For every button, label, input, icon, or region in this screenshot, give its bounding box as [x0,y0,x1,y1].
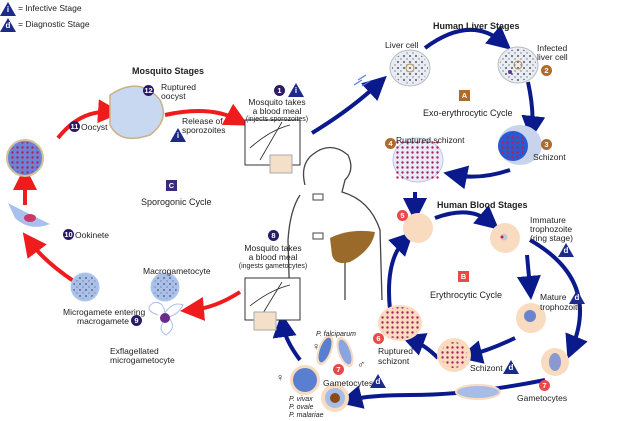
stage-7-badge: 7 [333,364,344,375]
cycle-b-label: Erythrocytic Cycle [430,290,503,300]
arrow-oocyst-to-ruptured [56,99,122,140]
stage-6-label-2: schizont [378,356,410,366]
infective-stage-icon: i [170,128,186,142]
stage-9-label-2: macrogamete [77,316,129,326]
immature-label-2: trophozoite [530,224,573,234]
arrow-zygote-to-ookinete [22,232,77,284]
male-symbol: ♂ [357,359,366,371]
liver-organ [330,230,375,264]
p-ovale-label: P. ovale [289,404,314,411]
stage-9-badge: 9 [131,315,142,326]
arrow-mature-to-schizont [458,336,516,364]
liver-cell-label: Liver cell [385,40,419,50]
stage-8-label-1: Mosquito takes [244,243,302,253]
arrow-liver-to-infected [423,25,512,50]
stage-10-label: Ookinete [75,230,110,240]
stage-10-badge: 10 [63,229,74,240]
stage-3-badge: 3 [541,139,552,150]
stage-8-label-3: (ingests gametocytes) [238,263,308,270]
mature-label-1: Mature [540,292,567,302]
stage-1-label-3: (injects sporozoites) [245,116,309,123]
stage-8-badge: 8 [268,230,279,241]
stage-8-label-2: a blood meal [248,252,298,262]
male-symbol: ♂ [355,396,364,408]
blood-stages-title: Human Blood Stages [437,200,528,210]
arrow-schizont-to-ruptured-blood [400,333,440,360]
stage-1-badge: 1 [274,85,285,96]
mature-label-2: trophozoite [540,302,583,312]
arrow-gametocytes-to-mosquito [272,313,302,362]
macrogametocyte-label: Macrogametocyte [143,266,211,276]
arrow-ruptured-to-bite [164,103,249,126]
arrow-ruptured-to-new-rbc [387,231,414,311]
infective-stage-icon: i [0,2,16,16]
stage-2-label-2: liver cell [537,52,568,62]
mosquito-stages-title: Mosquito Stages [132,66,205,76]
stage-12-label-2: oocyst [161,91,186,101]
arrow-gametocyte-to-blood-meal [338,378,546,409]
stage-11-badge: 11 [69,121,80,132]
gametocytes-right-label: Gametocytes [517,393,568,403]
liver-stages-title: Human Liver Stages [433,21,520,31]
stage-11-label: Oocyst [81,122,108,132]
arrow-rbc-to-ring [434,205,500,230]
sporozoites [353,74,371,87]
legend-diagnostic-label: = Diagnostic Stage [18,19,90,29]
immature-label-1: Immature [530,215,566,225]
red-blood-cell [403,213,433,243]
stage-1-label-2: a blood meal [252,106,302,116]
release-label-1: Release of [182,116,223,126]
stage-12-label-1: Ruptured [161,82,196,92]
stage-6-badge: 6 [373,333,384,344]
diagnostic-stage-icon: d [503,360,519,374]
female-symbol: ♀ [312,341,321,353]
female-symbol: ♀ [276,372,285,384]
cycle-c-label: Sporogonic Cycle [141,197,212,207]
stage-1-label-1: Mosquito takes [248,97,306,107]
stage-5-badge: 5 [397,210,408,221]
stage-2-label-1: Infected [537,43,568,53]
release-label-2: sporozoites [182,125,226,135]
liver-ruptured-schizont [392,137,444,183]
legend-infective-label: = Infective Stage [18,3,82,13]
stage-3-label: Schizont [533,152,566,162]
cycle-a-label: Exo-erythrocytic Cycle [423,108,513,118]
diagnostic-stage-icon: d [370,374,386,388]
cycle-c-badge: C [166,180,177,191]
arrow-schizont-to-ruptured [443,165,511,190]
stage-9-label-1: Microgamete entering [63,307,146,317]
diagnostic-stage-icon: d [569,290,585,304]
p-falciparum-label: P. falciparum [316,331,356,338]
arrow-ring-to-gametocyte [529,238,588,360]
stage-4-badge: 4 [385,138,396,149]
stage-12-badge: 12 [143,85,154,96]
infective-stage-icon: i [288,83,304,97]
cycle-a-badge: A [459,90,470,101]
gametocytes-label: Gametocytes [323,378,374,388]
arrow-infected-to-schizont [521,81,546,140]
p-malariae-label: P. malariae [289,412,324,419]
cycle-b-badge: B [458,271,469,282]
exflagellated-label-2: microgametocyte [110,355,175,365]
p-vivax-label: P. vivax [289,396,313,403]
ruptured-oocyst [109,85,165,140]
immature-label-3: (ring stage) [530,233,573,243]
exflagellated-label-1: Exflagellated [110,346,159,356]
stage-7-badge-right: 7 [539,380,550,391]
stage-4-label: Ruptured schizont [396,135,465,145]
human-figure [287,146,383,311]
exflagellated-microgametocyte [148,302,184,336]
stage-6-label-1: Ruptured [378,346,413,356]
schizont-blood-label: Schizont [470,363,503,373]
diagnostic-stage-icon: d [0,18,16,32]
arrow-ring-to-mature [516,254,541,300]
stage-2-badge: 2 [541,65,552,76]
arrow-bite-to-liver [310,75,387,135]
diagnostic-stage-icon: d [558,243,574,257]
falciparum-gametocyte-elongated [455,384,501,400]
arrow-meal-to-gametes [180,290,242,321]
